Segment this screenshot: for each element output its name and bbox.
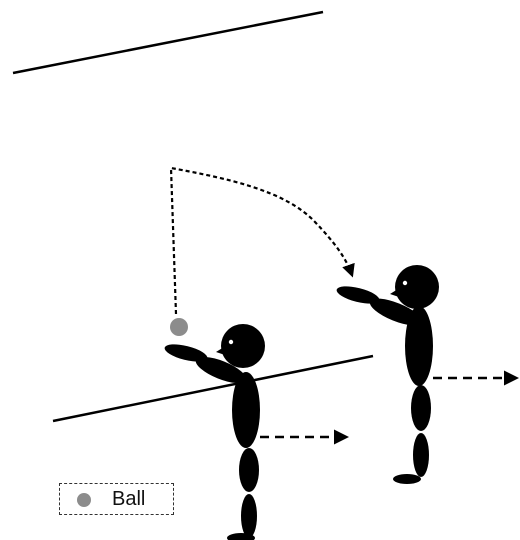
person-2-shin (413, 433, 429, 477)
person-1-upper-arm (195, 356, 247, 384)
person-2-head (395, 265, 439, 309)
legend-box: Ball (59, 483, 174, 515)
ball-legend-icon (77, 493, 91, 507)
person-1-torso (232, 372, 260, 448)
upper-boundary-line (12, 10, 324, 75)
lower-boundary-line (52, 354, 374, 423)
person-2-nose (390, 289, 399, 297)
person-2 (336, 265, 439, 484)
person-2-torso (405, 306, 433, 386)
person-1-thigh (239, 448, 259, 492)
person-2-foot (393, 474, 421, 484)
ball-legend-label: Ball (112, 488, 146, 510)
person-1-nose (216, 347, 225, 355)
person-1-head (221, 324, 265, 368)
person-2-forearm (336, 286, 380, 304)
person-1-eye (228, 339, 234, 345)
ball-trajectory-arrow (169, 166, 355, 315)
person-1-foot (227, 533, 255, 540)
person-2-thigh (411, 385, 431, 431)
person-1-forearm (164, 344, 208, 362)
person-1-shin (241, 494, 257, 538)
person-1 (164, 324, 265, 540)
ball (170, 318, 188, 336)
person-2-eye (402, 280, 408, 286)
